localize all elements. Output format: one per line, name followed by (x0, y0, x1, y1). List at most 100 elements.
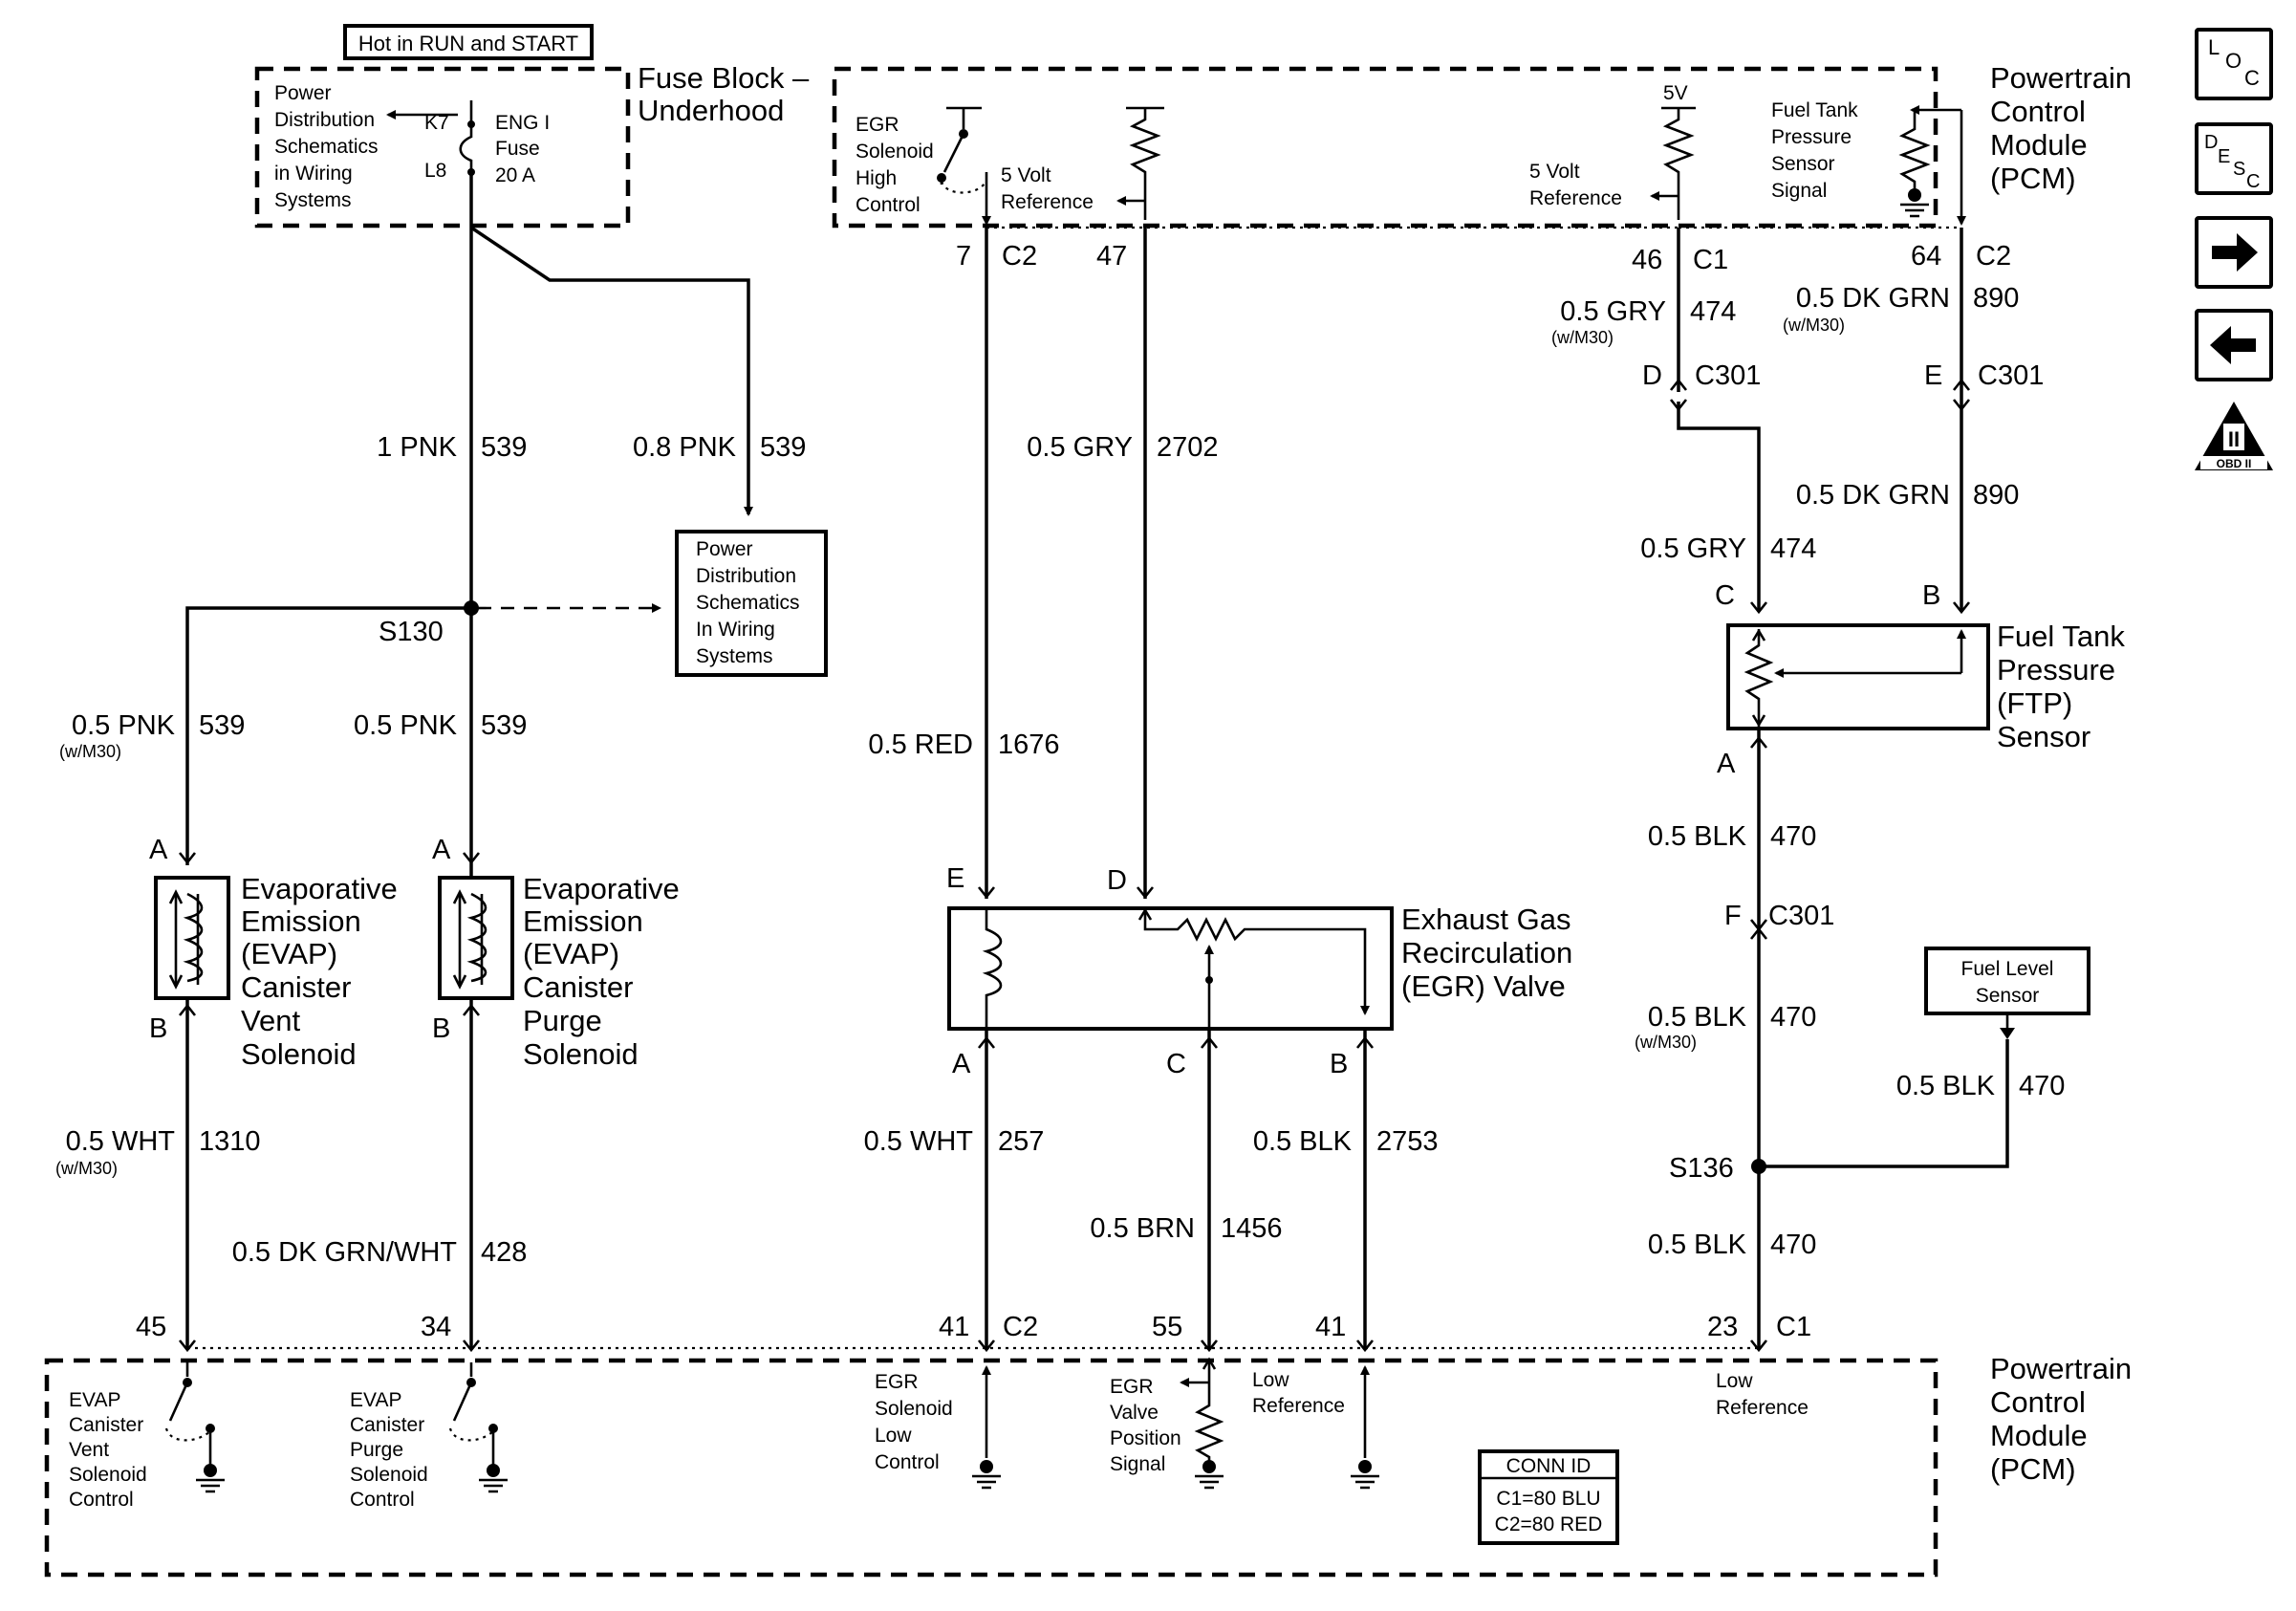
svg-text:Valve: Valve (1110, 1402, 1159, 1424)
ftp-resistor-icon (1744, 629, 1774, 727)
svg-text:Evaporative: Evaporative (523, 872, 680, 905)
svg-text:C301: C301 (1695, 360, 1761, 391)
next-page-arrow-icon[interactable] (2195, 216, 2273, 289)
connector-pin-icon (178, 852, 197, 865)
ftp-sensor: C B Fuel Tank Pressure (FTP) Sensor A (1715, 580, 2125, 779)
svg-text:A: A (1717, 749, 1736, 779)
svg-text:A: A (952, 1049, 971, 1079)
svg-text:5 Volt: 5 Volt (1529, 161, 1580, 183)
svg-text:0.5 BRN: 0.5 BRN (1090, 1213, 1195, 1244)
svg-text:Canister: Canister (523, 970, 633, 1004)
svg-text:34: 34 (421, 1312, 451, 1342)
svg-text:Reference: Reference (1716, 1397, 1809, 1419)
svg-text:L8: L8 (424, 160, 446, 182)
svg-text:C2=80 RED: C2=80 RED (1495, 1513, 1603, 1535)
svg-text:Control: Control (1990, 95, 2086, 128)
resistor-icon (1126, 106, 1164, 220)
svg-text:Schematics: Schematics (274, 136, 379, 158)
svg-text:2753: 2753 (1376, 1126, 1439, 1157)
obd-ii-icon[interactable]: II OBD II (2195, 402, 2273, 470)
resistor-icon (1194, 1362, 1224, 1463)
conn-id-table: CONN ID C1=80 BLU C2=80 RED (1478, 1449, 1619, 1545)
svg-text:Fuel Level: Fuel Level (1961, 958, 2054, 980)
ftp-sensor-signal: Fuel Tank Pressure Sensor Signal (1771, 99, 1966, 226)
five-volt-reference-a: 5 Volt Reference (1001, 106, 1164, 220)
svg-text:Power: Power (274, 82, 332, 104)
svg-text:D: D (1642, 360, 1662, 391)
svg-text:Control: Control (69, 1489, 134, 1511)
svg-text:0.5 DK GRN: 0.5 DK GRN (1796, 480, 1950, 511)
svg-text:F: F (1724, 901, 1742, 931)
svg-text:C: C (1715, 580, 1735, 611)
svg-text:Hot in RUN and START: Hot in RUN and START (358, 32, 578, 55)
svg-text:Systems: Systems (274, 189, 352, 211)
low-reference-b: Low Reference (1716, 1370, 1809, 1419)
svg-text:Distribution: Distribution (696, 565, 796, 587)
evap-purge-solenoid-control: EVAP Canister Purge Solenoid Control (350, 1362, 508, 1511)
fuse-block-pd-reference: Power Distribution Schematics in Wiring … (274, 82, 379, 211)
svg-text:45: 45 (136, 1312, 166, 1342)
svg-text:0.5 GRY: 0.5 GRY (1027, 432, 1133, 463)
svg-text:0.5 PNK: 0.5 PNK (72, 710, 176, 741)
resistor-icon (1661, 106, 1696, 220)
svg-text:539: 539 (481, 432, 527, 463)
svg-text:0.8 PNK: 0.8 PNK (633, 432, 737, 463)
egr-solenoid-coil-icon (982, 908, 1003, 1029)
svg-text:41: 41 (939, 1312, 969, 1342)
svg-text:1676: 1676 (998, 729, 1060, 760)
svg-text:Low: Low (1252, 1369, 1289, 1391)
evap-vent-solenoid-control: EVAP Canister Vent Solenoid Control (69, 1362, 225, 1511)
svg-text:0.5 WHT: 0.5 WHT (864, 1126, 974, 1157)
svg-text:C2: C2 (1002, 241, 1037, 272)
svg-text:539: 539 (199, 710, 245, 741)
svg-text:Module: Module (1990, 1419, 2088, 1452)
svg-text:ENG I: ENG I (495, 112, 550, 134)
svg-text:1456: 1456 (1221, 1213, 1283, 1244)
svg-text:0.5 BLK: 0.5 BLK (1896, 1071, 1996, 1101)
pd-reference-box[interactable]: Power Distribution Schematics In Wiring … (675, 530, 828, 677)
egr-valve: E D Exhaust Gas Recirculation (EGR) Valv… (946, 863, 1572, 1079)
svg-text:Canister: Canister (350, 1414, 424, 1436)
svg-text:Distribution: Distribution (274, 109, 375, 131)
svg-text:C: C (1166, 1049, 1186, 1079)
svg-text:EGR: EGR (856, 114, 899, 136)
svg-text:D: D (1107, 865, 1127, 896)
egr-position-pot-icon (1143, 908, 1370, 1015)
svg-text:0.5 BLK: 0.5 BLK (1648, 821, 1747, 852)
svg-text:Control: Control (875, 1451, 940, 1473)
previous-page-arrow-icon[interactable] (2195, 309, 2273, 381)
svg-text:890: 890 (1973, 480, 2019, 511)
svg-text:Recirculation: Recirculation (1401, 936, 1572, 969)
desc-icon[interactable]: D E S C (2195, 122, 2273, 195)
svg-text:5 Volt: 5 Volt (1001, 164, 1051, 186)
svg-text:5V: 5V (1663, 82, 1688, 104)
svg-text:0.5 BLK: 0.5 BLK (1648, 1002, 1747, 1033)
svg-text:Exhaust Gas: Exhaust Gas (1401, 903, 1570, 936)
svg-text:470: 470 (1770, 1002, 1816, 1033)
wire-blk-470-fuel-level (1759, 1039, 2009, 1168)
svg-text:0.5 PNK: 0.5 PNK (354, 710, 458, 741)
svg-text:474: 474 (1770, 533, 1816, 564)
svg-text:Low: Low (875, 1425, 912, 1447)
svg-text:Reference: Reference (1252, 1395, 1345, 1417)
ground-icon (487, 1464, 500, 1477)
svg-text:C2: C2 (1976, 241, 2011, 272)
fuse-icon (459, 100, 473, 172)
svg-text:High: High (856, 167, 897, 189)
svg-text:C1: C1 (1693, 245, 1728, 275)
svg-text:2702: 2702 (1157, 432, 1219, 463)
svg-text:EGR: EGR (1110, 1376, 1154, 1398)
svg-text:A: A (432, 835, 451, 865)
svg-text:470: 470 (2019, 1071, 2065, 1101)
loc-icon[interactable]: L O C (2195, 28, 2273, 100)
evap-canister-vent-solenoid: A Evaporative Emission (EVAP) Canister V… (149, 835, 398, 1071)
svg-text:CONN ID: CONN ID (1506, 1455, 1592, 1477)
svg-text:(w/M30): (w/M30) (1551, 328, 1614, 347)
svg-text:(w/M30): (w/M30) (1783, 316, 1845, 335)
pcm-top: Powertrain Control Module (PCM) EGR Sole… (832, 61, 2132, 229)
svg-text:Reference: Reference (1529, 187, 1622, 209)
svg-text:47: 47 (1096, 241, 1127, 272)
svg-text:Low: Low (1716, 1370, 1753, 1392)
ground-icon (1202, 1460, 1216, 1473)
